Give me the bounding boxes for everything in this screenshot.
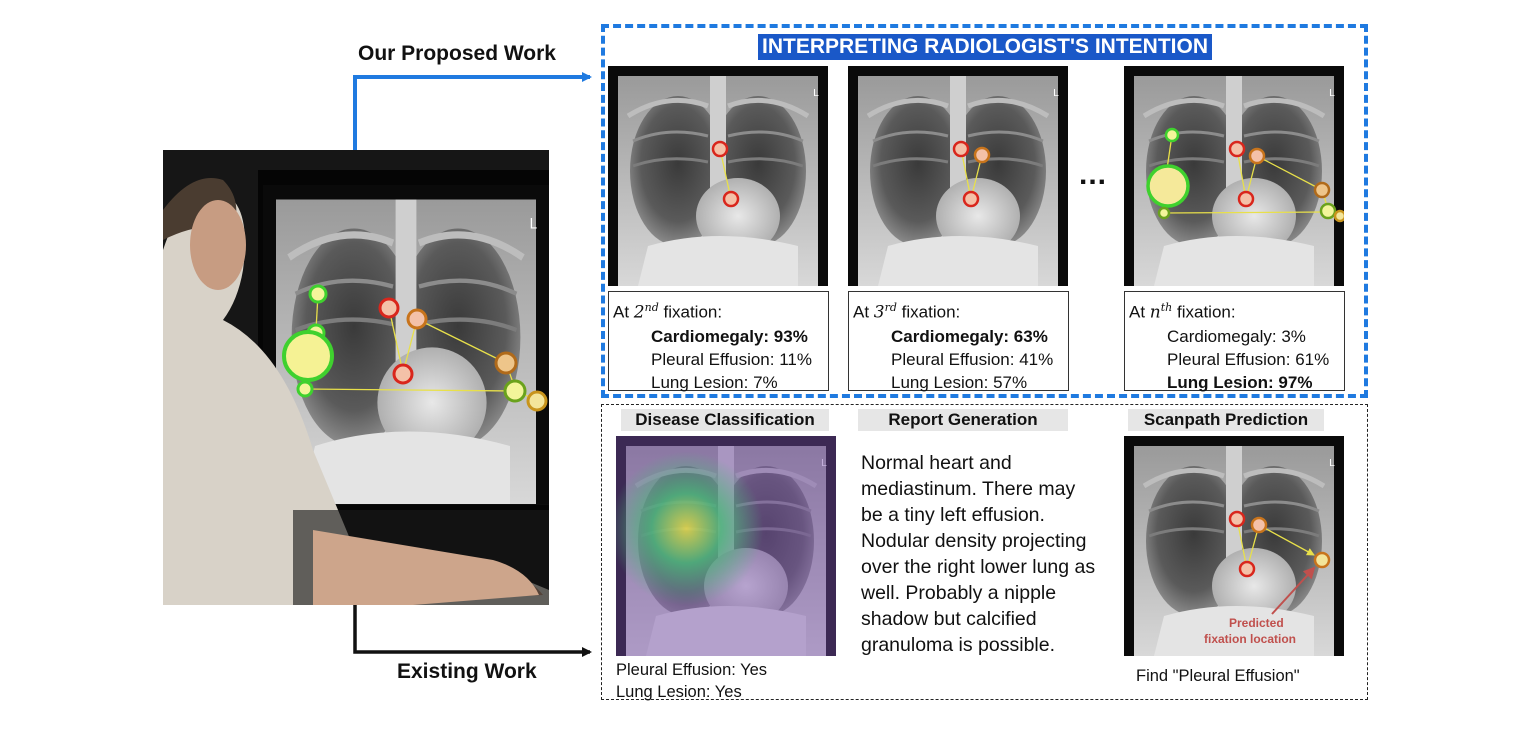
fixation-ordinal: rd <box>884 301 897 314</box>
report-document: Normal heart and mediastinum. There may … <box>851 436 1113 658</box>
intention-banner: INTERPRETING RADIOLOGIST'S INTENTION <box>758 34 1213 60</box>
classification-result-pleural: Pleural Effusion: Yes <box>616 661 768 679</box>
fixation-ordinal: nd <box>644 301 659 314</box>
report-line: granuloma is possible. <box>861 634 1056 656</box>
disease-classification-title: Disease Classification <box>621 409 829 431</box>
report-line: well. Probably a nipple <box>861 582 1057 604</box>
report-line: mediastinum. There may <box>861 478 1076 500</box>
fixation-number: 2 <box>633 302 645 323</box>
heatmap-xray <box>616 436 836 656</box>
fixation-prefix: At <box>853 302 874 322</box>
scanpath-prediction-title: Scanpath Prediction <box>1128 409 1324 431</box>
classification-result-lesion: Lung Lesion: Yes <box>616 683 742 701</box>
fixation-2-probs: At 2nd fixation: Cardiomegaly: 93% Pleur… <box>608 291 829 392</box>
ellipsis: ... <box>1079 158 1108 191</box>
radiologist-photo <box>163 150 549 605</box>
predicted-annotation-line2: fixation location <box>1204 632 1297 646</box>
fixation-suffix: fixation: <box>658 302 723 322</box>
scanpath-xray: Predicted fixation location <box>1124 436 1344 656</box>
fixation-3-probs: At 3rd fixation: Cardiomegaly: 63% Pleur… <box>848 291 1069 392</box>
fixation-number: n <box>1149 302 1161 323</box>
prob-lung-lesion: Lung Lesion: 7% <box>651 372 778 392</box>
report-line: over the right lower lung as <box>861 556 1096 578</box>
fixation-number: 3 <box>873 302 885 323</box>
fixation-suffix: fixation: <box>896 302 961 322</box>
proposed-work-frame <box>601 24 1368 398</box>
fixation-n-probs: At nth fixation: Cardiomegaly: 3% Pleura… <box>1124 291 1345 392</box>
xray-fixation-2 <box>608 66 828 286</box>
xray-fixation-3 <box>848 66 1068 286</box>
report-line: Nodular density projecting <box>861 530 1087 552</box>
scanpath-caption: Find "Pleural Effusion" <box>1136 667 1300 685</box>
fixation-prefix: At <box>1129 302 1150 322</box>
existing-work-frame <box>601 404 1368 700</box>
prob-pleural-effusion: Pleural Effusion: 61% <box>1167 349 1330 369</box>
prob-lung-lesion: Lung Lesion: 97% <box>1167 372 1313 392</box>
prob-cardiomegaly: Cardiomegaly: 3% <box>1167 326 1306 346</box>
proposed-work-label: Our Proposed Work <box>358 42 556 65</box>
report-line: shadow but calcified <box>861 608 1037 630</box>
report-line: Normal heart and <box>861 452 1012 474</box>
report-line: be a tiny left effusion. <box>861 504 1045 526</box>
prob-pleural-effusion: Pleural Effusion: 11% <box>651 349 812 369</box>
prob-cardiomegaly: Cardiomegaly: 93% <box>651 326 808 346</box>
report-generation-title: Report Generation <box>858 409 1068 431</box>
fixation-suffix: fixation: <box>1172 302 1236 322</box>
predicted-annotation-line1: Predicted <box>1229 616 1284 630</box>
xray-fixation-n <box>1124 66 1344 286</box>
prob-lung-lesion: Lung Lesion: 57% <box>891 372 1028 392</box>
prob-pleural-effusion: Pleural Effusion: 41% <box>891 349 1054 369</box>
prob-cardiomegaly: Cardiomegaly: 63% <box>891 326 1048 346</box>
fixation-ordinal: th <box>1160 301 1173 314</box>
existing-work-label: Existing Work <box>397 660 537 683</box>
fixation-prefix: At <box>613 302 634 322</box>
